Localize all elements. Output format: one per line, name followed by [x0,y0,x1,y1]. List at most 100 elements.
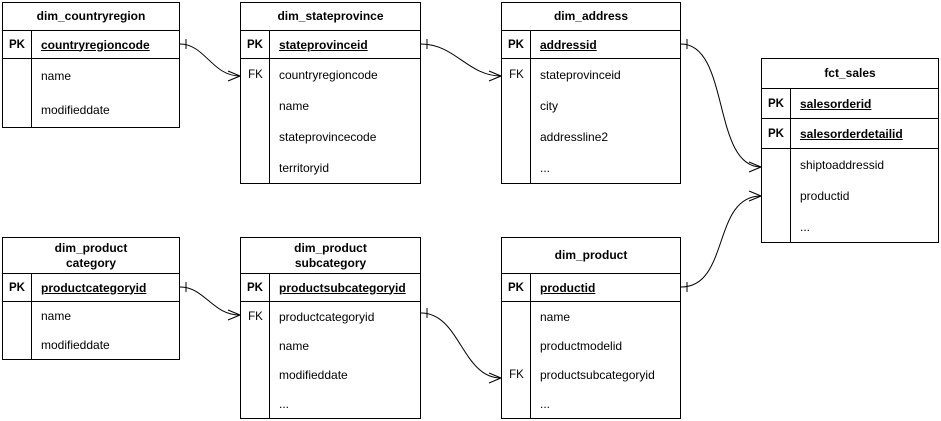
attribute-label: productid [800,189,850,203]
cardinality-many-marker [748,161,762,168]
key-badge-pk: PK [502,31,531,58]
key-badge-fk: FK [509,69,524,81]
attribute-block: FK productcategoryid name modifieddate... [241,302,420,418]
attribute-label: shiptoaddressid [800,158,885,172]
attribute-name-column: stateprovinceid city addressline2... [531,59,680,183]
attribute-label: name [540,310,571,324]
attribute-label: ... [279,397,290,411]
connector-line [420,43,502,77]
key-badge-pk: PK [3,274,32,301]
attribute-block: name modifieddate [3,59,179,127]
primary-key-row[interactable]: PK addressid [502,31,680,59]
attribute-label: city [540,99,558,113]
column-name: productsubcategoryid [279,280,406,295]
attribute-label: countryregioncode [279,68,378,82]
connector-line [680,195,762,288]
attribute-label: modifieddate [41,338,110,352]
attribute-label: productmodelid [540,339,623,353]
cardinality-many-marker [748,166,762,173]
connector-line [420,312,502,379]
key-badge-fk: FK [248,69,263,81]
column-name: productcategoryid [41,280,147,295]
attribute-label: productcategoryid [279,310,375,324]
entity-title: dim_countryregion [3,3,179,31]
attribute-block: shiptoaddressid productid... [762,149,938,242]
attribute-label: productsubcategoryid [540,368,655,382]
attribute-block: FK name productmodelid productsubcategoryid… [502,302,680,418]
entity-title: dim_address [502,3,680,31]
cardinality-many-marker [748,195,762,202]
attribute-key-column [3,59,32,127]
primary-key-row[interactable]: PK productsubcategoryid [241,274,420,302]
connector-line [179,286,241,316]
entity-title: dim_product category [3,238,179,274]
cardinality-many-marker [748,190,762,197]
key-badge-pk: PK [762,89,791,118]
attribute-block: FK countryregioncode name stateprovincecode… [241,59,420,183]
primary-key-row[interactable]: PK stateprovinceid [241,31,420,59]
attribute-label: addressline2 [540,130,609,144]
attribute-label: modifieddate [279,368,348,382]
primary-key-row[interactable]: PK salesorderdetailid [762,119,938,149]
column-name: countryregioncode [41,37,150,52]
column-name: salesorderdetailid [800,126,903,141]
column-name: salesorderid [800,96,872,111]
key-badge-pk: PK [241,274,270,301]
attribute-block: FK stateprovinceid city addressline2... [502,59,680,183]
relationship-stateprovince-to-address[interactable] [420,39,502,82]
attribute-block: name modifieddate [3,302,179,359]
cardinality-many-marker [227,75,241,82]
attribute-key-column: FK [502,302,531,418]
entity-title: dim_stateprovince [241,3,420,31]
cardinality-many-marker [488,70,502,77]
attribute-label: stateprovinceid [540,68,621,82]
attribute-key-column [762,149,791,242]
cardinality-many-marker [488,377,502,384]
attribute-key-column: FK [241,59,270,183]
attribute-label: modifieddate [41,103,110,117]
attribute-label: name [279,339,310,353]
attribute-label: name [279,99,310,113]
attribute-label: name [41,69,72,83]
primary-key-row[interactable]: PK salesorderid [762,89,938,119]
attribute-name-column: name modifieddate [32,302,179,359]
entity-title: dim_product [502,238,680,274]
key-badge-fk: FK [248,311,263,323]
primary-key-row[interactable]: PK productcategoryid [3,274,179,302]
attribute-key-column: FK [502,59,531,183]
attribute-name-column: productcategoryid name modifieddate... [270,302,420,418]
relationship-productsubcategory-to-product[interactable] [420,308,502,384]
cardinality-many-marker [227,314,241,321]
attribute-label: ... [540,161,551,175]
attribute-label: ... [540,397,551,411]
attribute-label: ... [800,220,811,234]
entity-title: fct_sales [762,59,938,89]
connector-line [680,43,762,168]
connector-line [179,43,241,77]
entity-title: dim_product subcategory [241,238,420,274]
relationship-countryregion-to-stateprovince[interactable] [179,39,241,82]
column-name: stateprovinceid [279,37,368,52]
relationship-product-to-sales[interactable] [680,190,762,292]
relationship-productcategory-to-subcategory[interactable] [179,282,241,321]
key-badge-pk: PK [241,31,270,58]
relationship-address-to-sales[interactable] [680,39,762,173]
key-badge-pk: PK [762,119,791,148]
attribute-label: stateprovincecode [279,130,377,144]
attribute-key-column: FK [241,302,270,418]
cardinality-many-marker [227,309,241,316]
attribute-label: name [41,309,72,323]
column-name: addressid [540,37,597,52]
attribute-key-column [3,302,32,359]
